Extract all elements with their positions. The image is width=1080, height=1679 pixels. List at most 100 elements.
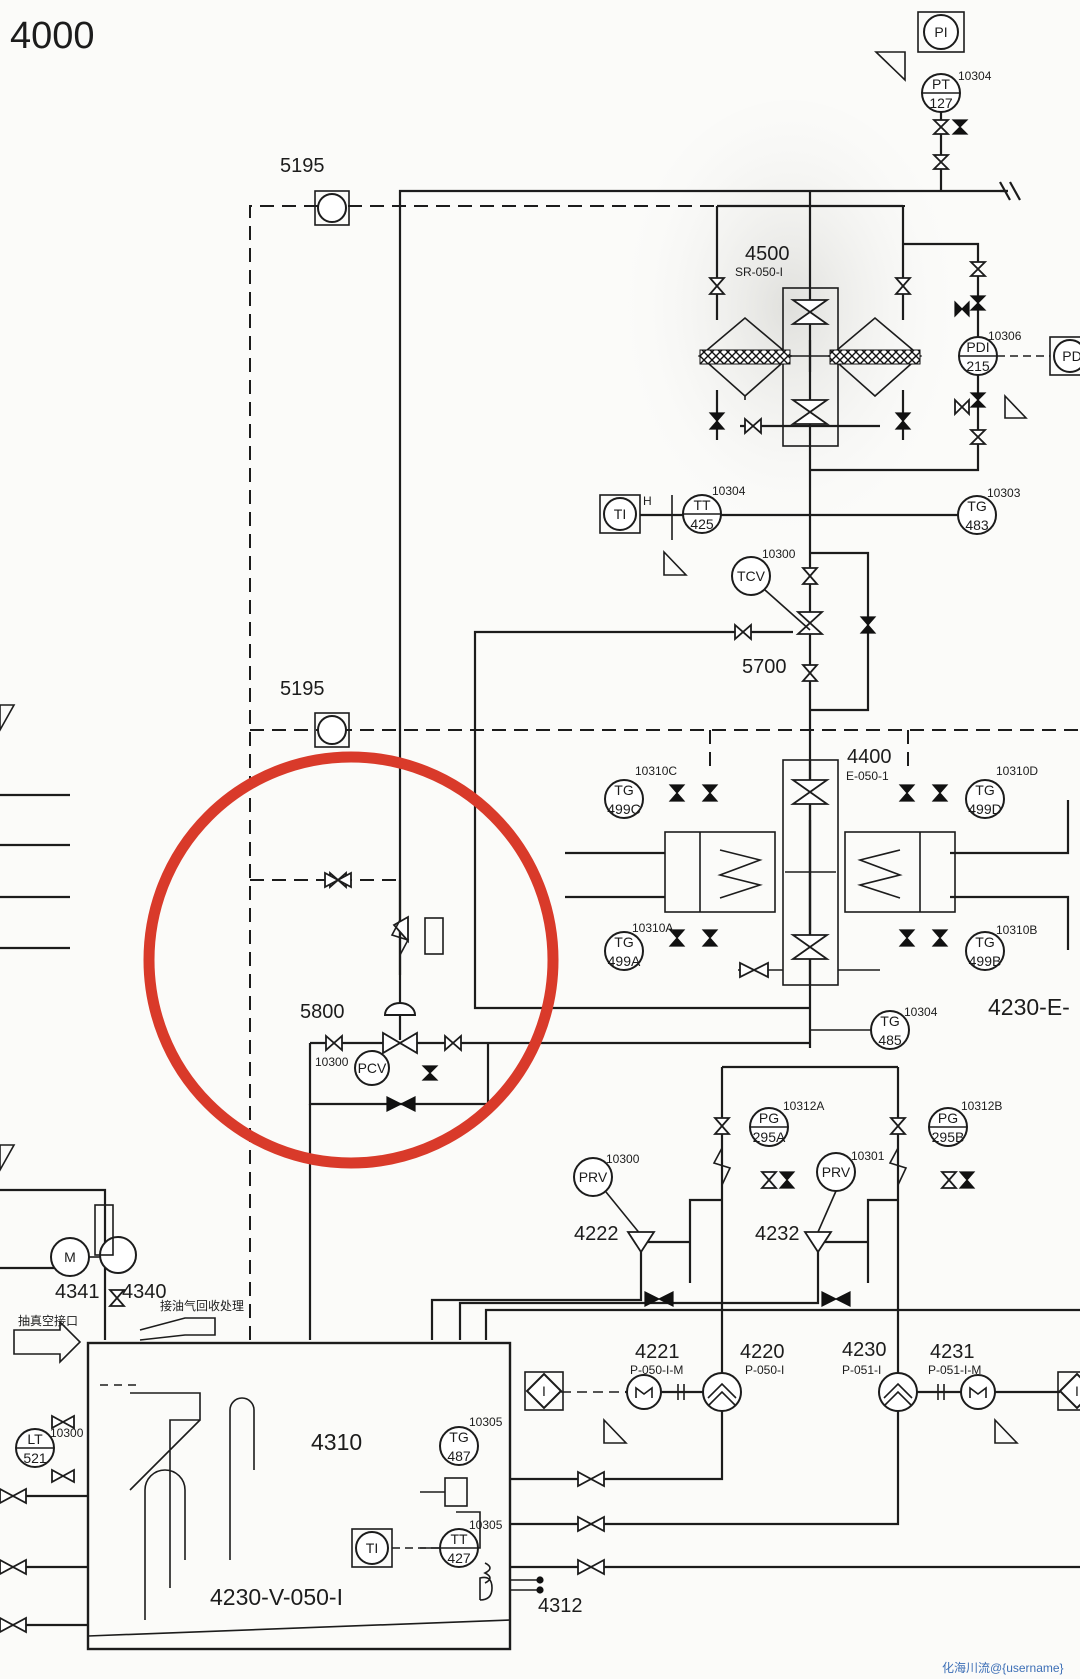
instrument-10-loop: 10310D <box>996 764 1038 778</box>
instrument-13-loop: 10304 <box>904 1005 938 1019</box>
vent-symbols <box>0 51 1028 1444</box>
scan-shading <box>620 100 960 560</box>
instrument-9[interactable] <box>604 931 644 971</box>
instrument-7-loop: 10300 <box>762 547 796 561</box>
instrument-13-code: TG <box>880 1013 899 1029</box>
strainer-tag: 4500 <box>745 243 790 265</box>
pressure-valve-tag: 5800 <box>300 1001 345 1023</box>
tie-in-b-label: 5195 <box>280 678 325 700</box>
instrument-5-num: 425 <box>690 516 714 532</box>
instrument-16-code: PRV <box>579 1169 608 1185</box>
instrument-16[interactable] <box>573 1157 613 1197</box>
instrument-4-note: H <box>643 494 652 508</box>
pump-4230[interactable] <box>878 1372 918 1412</box>
instrument-12[interactable] <box>354 1050 390 1086</box>
motor-4231[interactable] <box>937 1374 996 1410</box>
instrument-8[interactable] <box>604 779 644 819</box>
instrument-11[interactable] <box>965 931 1005 971</box>
instrument-10[interactable] <box>965 779 1005 819</box>
blower-inlet-note: 抽真空接口 <box>18 1313 78 1328</box>
instrument-9-loop: 10310A <box>632 921 673 935</box>
instrument-9-code: TG <box>614 934 633 950</box>
instrument-4[interactable] <box>599 494 641 534</box>
instrument-3-code: PD <box>1062 348 1080 364</box>
pump-a-tag: 4220 <box>740 1341 785 1363</box>
strainer-name: SR-050-I <box>735 265 783 279</box>
instrument-16-loop: 10300 <box>606 1152 640 1166</box>
instrument-7[interactable] <box>731 556 771 596</box>
instrument-19-loop: 10305 <box>469 1415 503 1429</box>
blower-valve-tag: 4340 <box>122 1281 167 1303</box>
blower-vent-note: 接油气回收处理 <box>160 1298 244 1313</box>
temp-valve-tag: 5700 <box>742 656 787 678</box>
instrument-1-code: PT <box>932 76 950 92</box>
instrument-7-code: TCV <box>737 568 766 584</box>
instrument-10-num: 499D <box>968 801 1001 817</box>
instrument-6-loop: 10303 <box>987 486 1021 500</box>
heater-tag: 4312 <box>538 1595 583 1617</box>
instrument-4-code: TI <box>614 506 626 522</box>
instrument-18-code: LT <box>27 1431 43 1447</box>
instrument-2-loop: 10306 <box>988 329 1022 343</box>
exchanger-4400[interactable] <box>664 759 956 986</box>
instrument-23-code: I <box>1075 1383 1079 1399</box>
motor-b-name: P-051-I-M <box>928 1363 981 1377</box>
blower-motor-glyph: M <box>64 1249 76 1265</box>
instrument-11-loop: 10310B <box>996 923 1037 937</box>
instrument-19-code: TG <box>449 1429 468 1445</box>
instrument-11-code: TG <box>975 934 994 950</box>
instrument-17-code: PRV <box>822 1164 851 1180</box>
instrument-12-loop: 10300 <box>315 1055 349 1069</box>
blower-4340[interactable]: M <box>50 1204 137 1277</box>
instrument-22[interactable] <box>524 1371 564 1411</box>
instrument-13-num: 485 <box>878 1032 902 1048</box>
strainer-4500[interactable] <box>697 287 923 447</box>
instrument-6[interactable] <box>957 495 997 535</box>
instrument-21-num: 427 <box>447 1550 471 1566</box>
instrument-18-num: 521 <box>23 1450 47 1466</box>
tie-in-5195-mid[interactable] <box>314 712 350 748</box>
pump-4220[interactable] <box>702 1372 742 1412</box>
instrument-20-code: TI <box>366 1540 378 1556</box>
sheet-number: 4000 <box>10 15 95 57</box>
instrument-17-loop: 10301 <box>851 1149 885 1163</box>
vessel-4310[interactable] <box>86 1341 544 1651</box>
instrument-10-code: TG <box>975 782 994 798</box>
blower-motor-tag: 4341 <box>55 1281 100 1303</box>
valve-set[interactable] <box>0 119 988 1634</box>
prv-a-tag: 4222 <box>574 1223 619 1245</box>
instrument-19-num: 487 <box>447 1448 471 1464</box>
instrument-5-loop: 10304 <box>712 484 746 498</box>
highlight-circle <box>143 751 559 1169</box>
instrument-5-code: TT <box>693 497 711 513</box>
instrument-8-code: TG <box>614 782 633 798</box>
pump-a-name: P-050-I <box>745 1363 784 1377</box>
instrument-0[interactable] <box>917 11 965 53</box>
motor-4221[interactable] <box>626 1374 685 1410</box>
instrument-18-loop: 10300 <box>50 1426 84 1440</box>
instrument-14-code: PG <box>759 1110 779 1126</box>
motor-b-tag: 4231 <box>930 1341 975 1363</box>
instrument-15-loop: 10312B <box>961 1099 1002 1113</box>
instrument-14-num: 295A <box>753 1129 786 1145</box>
instrument-6-code: TG <box>967 498 986 514</box>
instrument-8-loop: 10310C <box>635 764 677 778</box>
exchanger-continuation: 4230-E- <box>988 994 1070 1020</box>
instrument-bubbles[interactable]: PI PT 127 10304 PDI 215 10306 PD TI H TT… <box>15 11 1080 1568</box>
instrument-11-num: 499B <box>969 953 1002 969</box>
tie-in-5195-top[interactable] <box>314 190 350 226</box>
instrument-14-loop: 10312A <box>783 1099 824 1113</box>
instrument-6-num: 483 <box>965 517 989 533</box>
tie-in-a-label: 5195 <box>280 155 325 177</box>
pump-b-name: P-051-I <box>842 1363 881 1377</box>
instrument-23[interactable] <box>1057 1371 1080 1411</box>
instrument-22-code: I <box>542 1383 546 1399</box>
instrument-15-code: PG <box>938 1110 958 1126</box>
pump-b-tag: 4230 <box>842 1339 887 1361</box>
motor-a-tag: 4221 <box>635 1341 680 1363</box>
instrument-2-num: 215 <box>966 358 990 374</box>
instrument-12-code: PCV <box>358 1060 387 1076</box>
instrument-19[interactable] <box>439 1426 479 1466</box>
